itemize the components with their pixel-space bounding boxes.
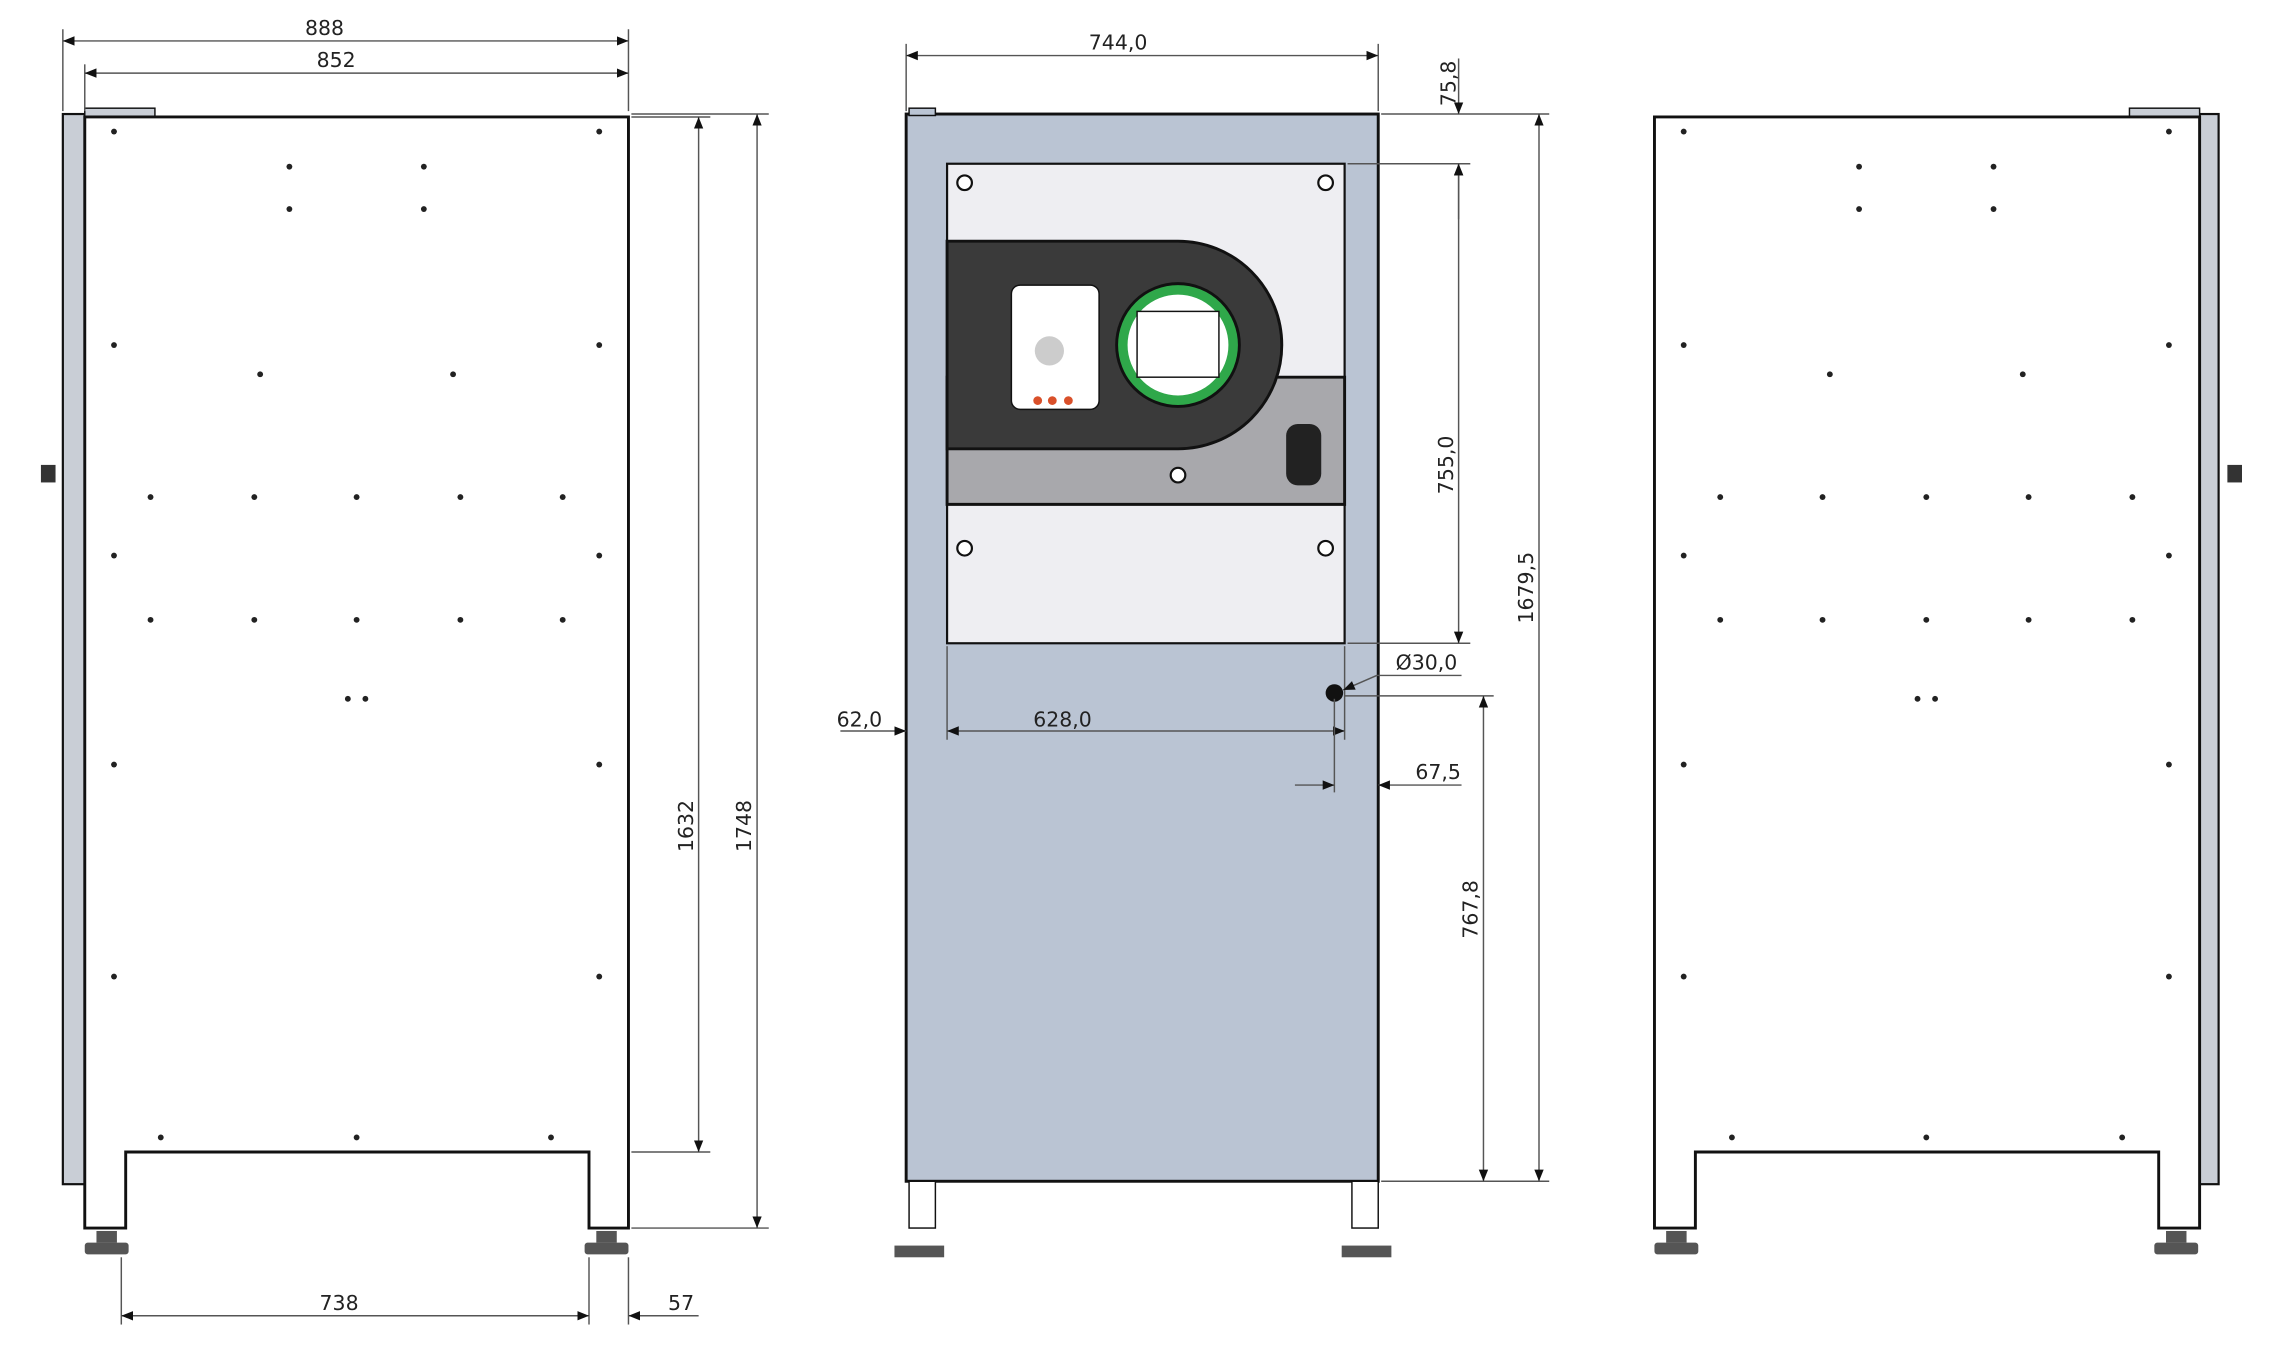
hole [1856,206,1862,212]
hole [1856,163,1862,170]
hole [111,761,117,768]
hole [457,494,464,500]
hole [450,371,456,378]
hole [251,494,258,500]
hole [251,616,258,623]
dim-57: 57 [668,1291,694,1315]
lock-hole [1325,684,1344,702]
hole [2025,494,2032,500]
hole [1680,128,1687,135]
hole [2025,616,2032,623]
left-side-view: 888 852 1632 1748 738 57 [40,16,769,1325]
dim-1679-5: 1679,5 [1514,552,1538,624]
hole [1717,494,1724,500]
hole [1932,695,1938,702]
dim-888: 888 [305,16,344,40]
mounting-holes [111,128,603,1141]
hole [1923,1134,1930,1141]
hole [559,494,566,500]
hole [111,973,117,980]
hole [286,163,293,170]
hole [2166,761,2172,768]
dim-62: 62,0 [837,708,883,732]
hole [147,494,154,500]
foot [584,1230,629,1255]
right-side-view [1653,107,2242,1255]
hole [1923,616,1930,623]
hole [596,128,603,135]
hole [559,616,566,623]
hole [257,371,264,378]
front-view: 744,0 75,8 755,0 1679,5 767,8 62,0 628,0… [837,31,1550,1258]
hole [157,1134,164,1141]
hole [1819,616,1826,623]
hole [1729,1134,1735,1141]
hole [1990,206,1997,212]
hole [353,494,360,500]
hole [1680,552,1687,559]
hole [457,616,464,623]
hole [344,695,351,702]
card-reader [1286,423,1322,486]
hole [2166,973,2172,980]
dim-67-5: 67,5 [1415,760,1461,784]
hole [2119,1134,2126,1141]
dim-75-8: 75,8 [1437,61,1461,107]
hole [548,1134,554,1141]
hole [2166,128,2172,135]
hole [1680,761,1687,768]
hole [420,163,427,170]
dim-755: 755,0 [1434,436,1458,495]
hole [2129,616,2136,623]
hole [111,552,117,559]
hole [353,616,360,623]
foot [84,1230,129,1255]
hole [353,1134,360,1141]
dim-diameter-30: Ø30,0 [1396,651,1458,675]
hole [2019,371,2026,378]
hole [2166,342,2172,348]
hole [147,616,154,623]
hole [1680,973,1687,980]
hole [2166,552,2172,559]
hole [1717,616,1724,623]
dim-767-8: 767,8 [1459,880,1483,939]
hole [1990,163,1997,170]
dim-852: 852 [317,48,356,72]
hole [1680,342,1687,348]
hole [1923,494,1930,500]
hole [111,128,117,135]
hole [286,206,293,212]
mounting-holes [1680,128,2172,1141]
hole [362,695,369,702]
dim-1748: 1748 [732,800,756,852]
dim-1632: 1632 [674,800,698,852]
hole [1819,494,1826,500]
hole [596,761,603,768]
hole [596,973,603,980]
hole [596,552,603,559]
dim-744: 744,0 [1089,31,1148,55]
hole [1914,695,1921,702]
hole [111,342,117,348]
hole [2129,494,2136,500]
hole [596,342,603,348]
hole [420,206,427,212]
dim-628: 628,0 [1033,708,1092,732]
hole [1826,371,1833,378]
dim-738: 738 [320,1291,359,1315]
